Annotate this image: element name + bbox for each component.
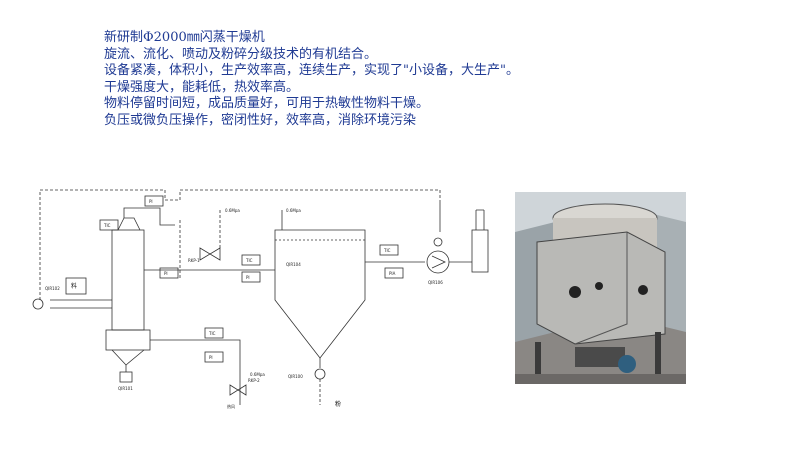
label-cyclone: QIR104 xyxy=(286,262,301,267)
description-text: 新研制Φ2000㎜闪蒸干燥机 旋流、流化、喷动及粉碎分级技术的有机结合。 设备紧… xyxy=(104,30,544,130)
flow-diagram-svg: 料 粉 热风 QIR104 QIR106 QIR102 QIR101 QIR10… xyxy=(32,189,489,409)
feeder-motor xyxy=(32,298,44,310)
dryer-photo xyxy=(515,192,686,384)
cyclone-separator xyxy=(274,229,366,359)
inst-box-7 xyxy=(384,267,404,279)
label-feeder: QIR102 xyxy=(45,286,60,291)
control-valve-1 xyxy=(199,247,221,261)
label-pi-4: PI xyxy=(209,355,213,360)
feature-line-3: 干燥强度大，能耗低，热效率高。 xyxy=(104,79,300,95)
tower-outlet-pipe xyxy=(123,207,175,226)
feature-line-1: 旋流、流化、喷动及粉碎分级技术的有机结合。 xyxy=(104,46,378,62)
inst-box-8 xyxy=(204,327,224,339)
label-pi-1: PI xyxy=(149,199,153,204)
inst-box-2 xyxy=(99,219,119,231)
feed-hopper xyxy=(65,277,87,295)
feature-line-5: 负压或微负压操作，密闭性好，效率高，消除环境污染 xyxy=(104,112,417,128)
control-valve-2 xyxy=(229,384,247,396)
label-pressure-3: 0.6Mpa xyxy=(250,372,265,377)
inst-box-6 xyxy=(379,244,399,256)
tower-bottom xyxy=(105,329,151,351)
signal-line-top-left xyxy=(39,189,166,300)
label-bottom: QIR101 xyxy=(118,386,133,391)
label-ti-2: TIC xyxy=(245,258,253,263)
label-fan: QIR106 xyxy=(428,280,443,285)
label-ti-1: TIC xyxy=(103,223,111,228)
inst-box-1 xyxy=(144,195,164,207)
drying-tower xyxy=(111,229,145,331)
label-valve-1: RKP-1 xyxy=(188,258,200,263)
inst-box-5 xyxy=(241,271,261,283)
burner xyxy=(119,371,133,383)
signal-line-top-right xyxy=(165,189,441,201)
rotary-valve xyxy=(314,368,326,380)
label-hot-air: 热风 xyxy=(227,403,235,409)
inst-box-9 xyxy=(204,351,224,363)
label-pressure-2: 0.6Mpa xyxy=(286,208,301,213)
label-ti-3: TIC xyxy=(383,248,391,253)
label-valve-2: RKP-2 xyxy=(248,378,260,383)
inst-box-3 xyxy=(159,267,179,279)
dryer-photo-illustration xyxy=(515,192,686,384)
label-pia: PIA xyxy=(389,271,396,276)
label-pi-3: PI xyxy=(246,275,250,280)
label-vessel: QIR100 xyxy=(288,374,303,379)
label-feed: 料 xyxy=(71,282,77,290)
label-pi-2: PI xyxy=(164,271,168,276)
tower-cone xyxy=(111,349,145,366)
feature-line-2: 设备紧凑，体积小，生产效率高，连续生产，实现了"小设备，大生产"。 xyxy=(104,63,519,79)
title-line: 新研制Φ2000㎜闪蒸干燥机 xyxy=(104,30,265,45)
fan-motor xyxy=(433,237,443,247)
label-pressure-1: 0.6Mpa xyxy=(225,208,240,213)
inst-box-4 xyxy=(241,254,261,266)
tower-top xyxy=(117,217,141,231)
label-ti-4: TIC xyxy=(208,331,216,336)
hot-air-line xyxy=(150,339,241,390)
label-product: 粉 xyxy=(335,400,341,408)
feature-line-4: 物料停留时间短，成品质量好，可用于热敏性物料干燥。 xyxy=(104,96,430,112)
process-flow-diagram: 料 粉 热风 QIR104 QIR106 QIR102 QIR101 QIR10… xyxy=(0,180,520,450)
exhaust-stack xyxy=(471,229,489,273)
